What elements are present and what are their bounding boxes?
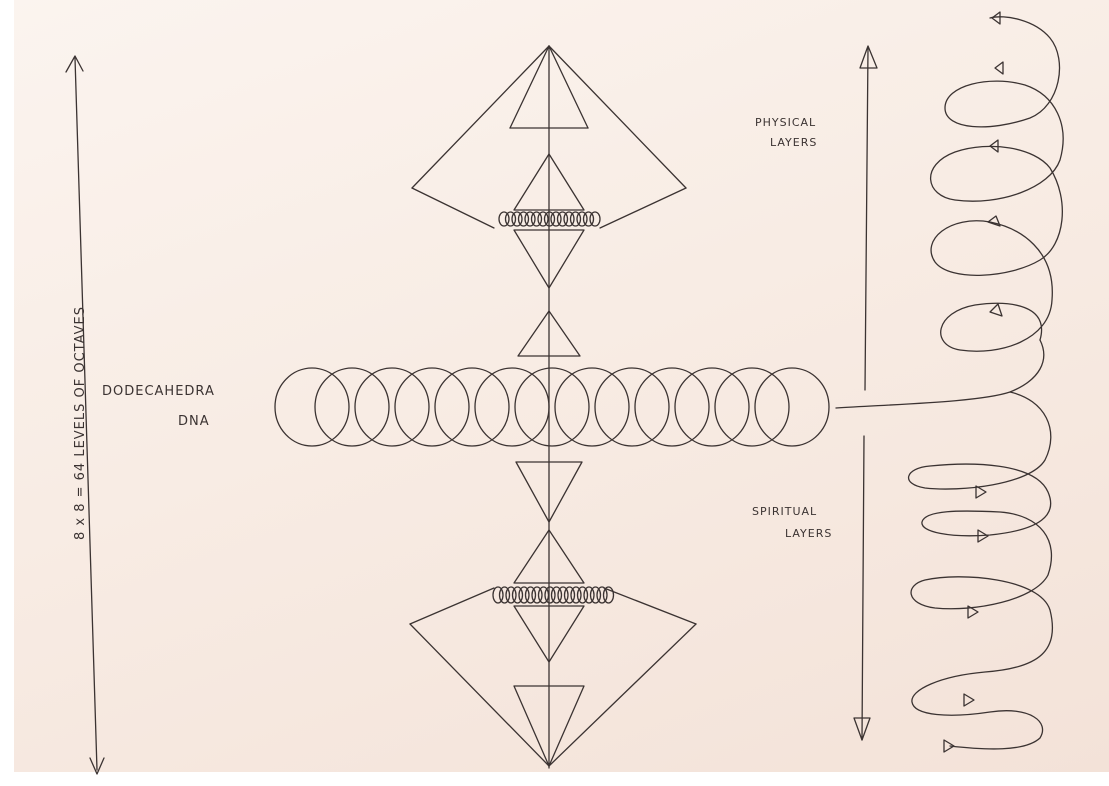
physical-layers-label: LAYERS — [770, 136, 817, 149]
dna-label: DNA — [178, 414, 210, 429]
dna-coil-loop — [435, 368, 509, 446]
lower-small-coil — [493, 587, 614, 603]
dna-coil-loop — [315, 368, 389, 446]
spiritual-layers-label: LAYERS — [785, 527, 832, 540]
dna-coil-loop — [755, 368, 829, 446]
dna-coil-loop — [555, 368, 629, 446]
dna-coil-loop — [635, 368, 709, 446]
spiritual-label: SPIRITUAL — [752, 505, 817, 518]
bottom-pyramid — [410, 588, 696, 766]
spiritual-layers-arrow — [854, 436, 870, 740]
dna-coil-loop — [475, 368, 549, 446]
dna-coil-loop — [395, 368, 469, 446]
upper-coil-loop — [590, 212, 600, 226]
dna-coil-loop — [355, 368, 429, 446]
physical-layers-arrow — [860, 46, 877, 390]
coil-connector — [836, 340, 1044, 408]
physical-label: PHYSICAL — [755, 116, 816, 129]
dna-coil — [275, 368, 829, 446]
dna-coil-loop — [515, 368, 589, 446]
dna-coil-loop — [675, 368, 749, 446]
octaves-label: 8 x 8 = 64 LEVELS OF OCTAVES — [73, 306, 88, 540]
dna-coil-loop — [275, 368, 349, 446]
right-spiral — [909, 12, 1064, 752]
dodecahedra-label: DODECAHEDRA — [102, 384, 215, 399]
dna-coil-loop — [715, 368, 789, 446]
dna-coil-loop — [595, 368, 669, 446]
